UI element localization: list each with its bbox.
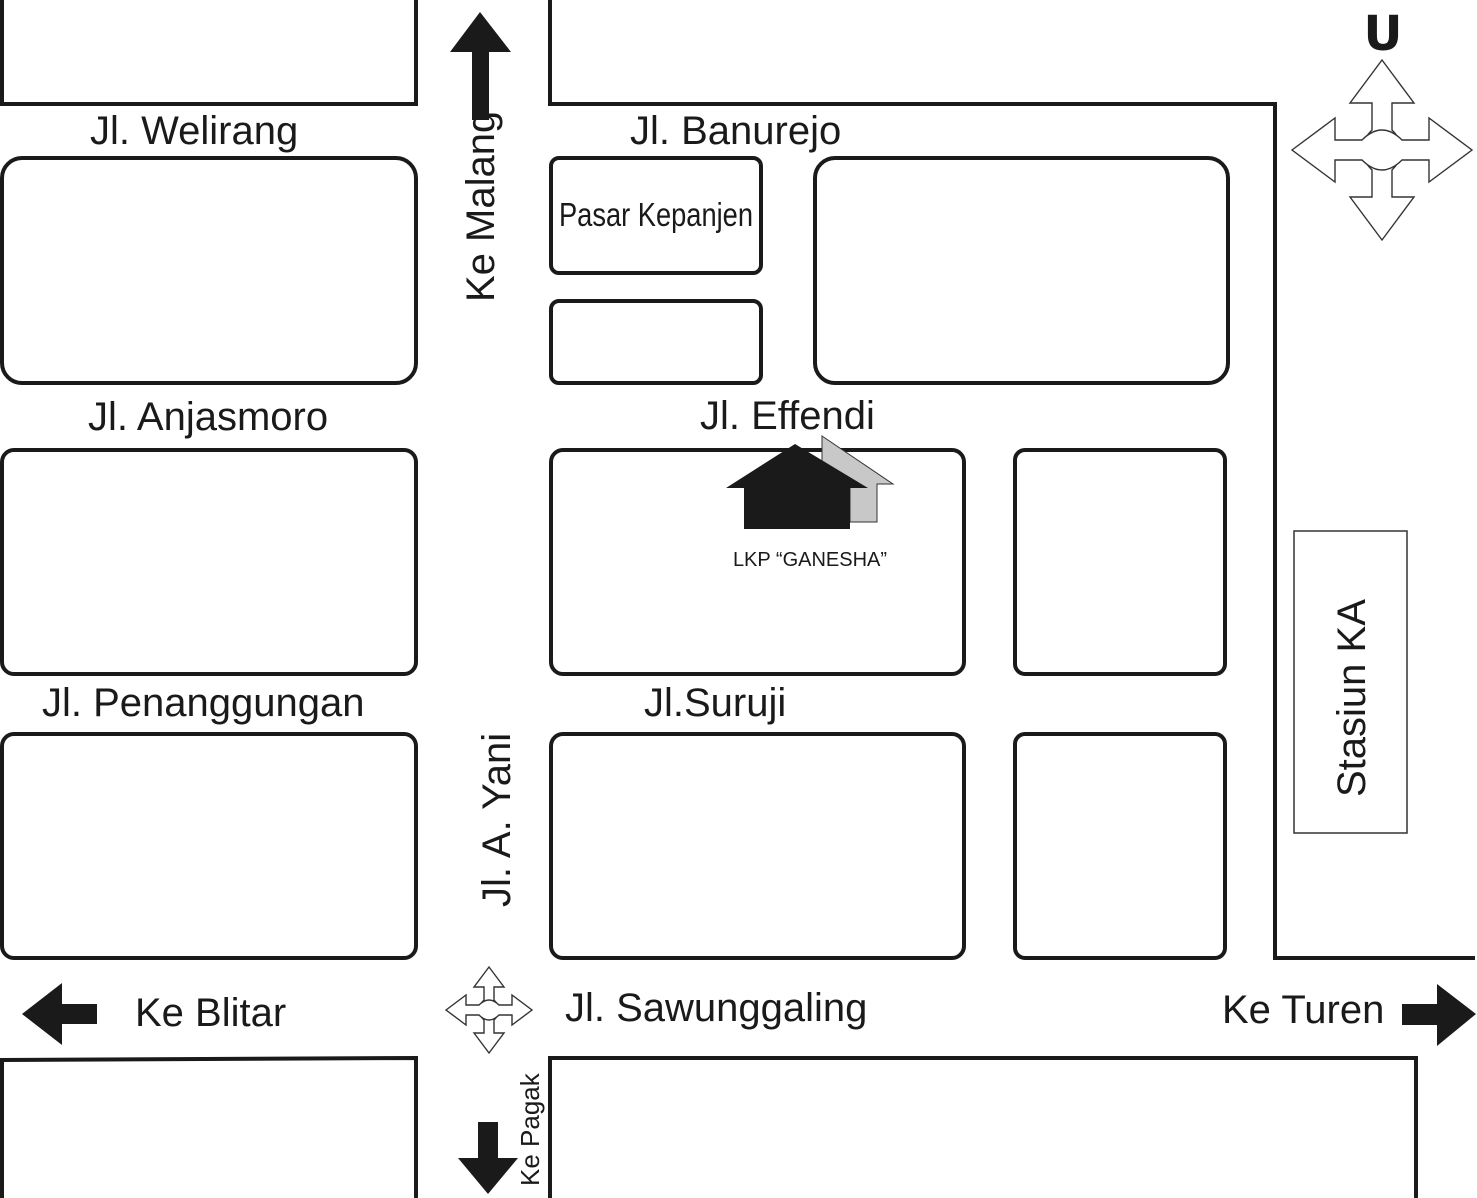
intersection-compass-icon [444, 965, 534, 1055]
direction-label-malang: Ke Malang [459, 111, 503, 302]
station-building [1293, 530, 1408, 834]
compass-rose-icon [1290, 58, 1474, 242]
street-label-penanggungan: Jl. Penanggungan [42, 681, 365, 725]
direction-label-turen: Ke Turen [1222, 988, 1384, 1032]
block-bottom-left [0, 1055, 418, 1198]
street-label-effendi: Jl. Effendi [700, 394, 875, 438]
street-label-sawunggaling: Jl. Sawunggaling [565, 986, 867, 1030]
block-penanggungan-sawunggaling [0, 732, 418, 960]
street-label-welirang: Jl. Welirang [90, 109, 298, 153]
street-label-suruji: Jl.Suruji [644, 681, 786, 725]
block-small-north [549, 299, 763, 385]
arrow-down-icon [458, 1122, 518, 1194]
direction-label-pagak: Ke Pagak [515, 1072, 545, 1186]
landmark-label-stasiun: Stasiun KA [1330, 599, 1374, 797]
block-anjasmoro-penanggungan [0, 448, 418, 676]
arrow-up-icon [450, 12, 511, 120]
block-suruji-sawunggaling [549, 732, 966, 960]
block-banurejo-east [813, 156, 1230, 385]
block-bottom-right [548, 1056, 1418, 1198]
road-edge-top-right [548, 0, 1475, 960]
street-label-anjasmoro: Jl. Anjasmoro [88, 395, 328, 439]
block-suruji-east [1013, 732, 1227, 960]
house-icon [726, 435, 895, 529]
block-top-left [0, 0, 418, 106]
landmark-label-pasar: Pasar Kepanjen [559, 196, 753, 233]
north-label: U [1364, 6, 1403, 62]
arrow-left-icon [22, 983, 97, 1045]
street-label-banurejo: Jl. Banurejo [630, 109, 841, 153]
street-label-a-yani: Jl. A. Yani [475, 733, 519, 907]
block-pasar-kepanjen [549, 156, 763, 275]
arrow-right-icon [1402, 984, 1476, 1046]
block-welirang-anjasmoro [0, 156, 418, 385]
block-effendi-east [1013, 448, 1227, 676]
landmark-label-lkp: LKP “GANESHA” [733, 549, 887, 571]
direction-label-blitar: Ke Blitar [135, 991, 286, 1035]
